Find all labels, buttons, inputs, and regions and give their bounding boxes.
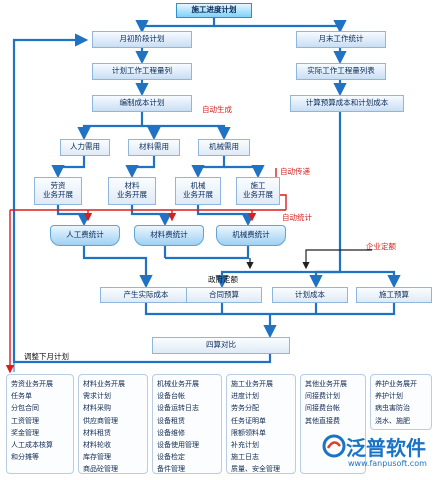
module-item: 设备运转日志 [157, 404, 199, 413]
node-actual-quantities: 实际工作工程量列表 [296, 63, 386, 80]
module-item: 设备租赁 [157, 416, 185, 425]
node-material-ops: 材料 业务开展 [108, 177, 156, 205]
module-item: 养护业务展开 [375, 380, 417, 388]
node-construction-ops: 施工 业务开展 [236, 177, 280, 205]
machine-ops-text: 机械 业务开展 [183, 181, 213, 199]
module-item: 奖金管理 [11, 428, 39, 437]
module-item: 施工日志 [231, 453, 259, 462]
module-item: 其他直接费 [305, 416, 340, 425]
module-item: 任务证明单 [231, 416, 266, 425]
module-item: 补充计划 [231, 441, 259, 450]
logo-brand-text: 泛普软件 [346, 436, 426, 460]
module-item: 工资管理 [11, 416, 39, 425]
label-adjust-next-month: 调整下月计划 [24, 352, 69, 361]
module-item: 人工成本核算 [11, 441, 53, 450]
module-item: 设备台帐 [157, 392, 185, 401]
module-title: 材料业务开展 [83, 380, 125, 388]
module-item: 和分摊等 [11, 453, 39, 462]
logo-url-text: www.fanpusoft.com [348, 459, 427, 468]
label-gov-quota: 政府定额 [208, 275, 238, 284]
module-item: 养护计划 [375, 392, 403, 401]
module-item: 设备检定 [157, 453, 185, 462]
module-column: 施工业务开展进度计划劳务分配任务证明单限额领料单补充计划施工日志质量、安全管理 [226, 374, 296, 474]
module-item: 材料采购 [83, 404, 111, 413]
node-labor-stats: 人工费统计 [50, 225, 120, 246]
node-month-end-stats: 月末工作统计 [296, 31, 386, 48]
module-item: 备件管理 [157, 465, 185, 474]
label-company-quota: 企业定额 [366, 242, 396, 251]
node-calc-cost: 计算预算成本和计划成本 [290, 95, 404, 112]
label-auto-generate: 自动生成 [202, 105, 232, 114]
node-planned-cost: 计划成本 [272, 287, 348, 303]
module-item: 分包合同 [11, 404, 39, 413]
module-item: 需求计划 [83, 392, 111, 401]
material-ops-text: 材料 业务开展 [117, 181, 147, 199]
node-construction-plan: 施工进度计划 [176, 3, 252, 18]
module-title: 施工业务开展 [231, 380, 273, 388]
node-labor-need: 人力需用 [60, 139, 110, 156]
node-month-begin-plan: 月初阶段计划 [92, 31, 192, 48]
module-item: 进度计划 [231, 392, 259, 401]
module-title: 机械业务开展 [157, 380, 199, 388]
module-item: 商品砼管理 [83, 465, 118, 474]
module-item: 供应商管理 [83, 416, 118, 425]
node-machine-stats: 机械费统计 [216, 225, 286, 246]
node-labor-ops: 劳资 业务开展 [34, 177, 82, 205]
module-item: 库存管理 [83, 453, 111, 462]
node-planned-quantities: 计划工作工程量列 [92, 63, 192, 80]
node-machine-ops: 机械 业务开展 [175, 177, 221, 205]
fanpu-logo-icon [322, 434, 346, 458]
module-item: 设备维修 [157, 428, 185, 437]
module-item: 病虫害防治 [375, 404, 410, 413]
node-four-compare: 四算对比 [152, 337, 290, 354]
module-title: 劳资业务开展 [11, 380, 53, 388]
module-item: 浇水、施肥 [375, 416, 410, 425]
construction-ops-text: 施工 业务开展 [243, 181, 273, 199]
node-contract-budget: 合同预算 [186, 287, 262, 303]
node-machine-need: 机械需用 [198, 139, 250, 156]
module-column: 材料业务开展需求计划材料采购供应商管理材料租赁材料轮收库存管理商品砼管理 [78, 374, 148, 474]
node-construction-budget: 施工预算 [356, 287, 432, 303]
label-auto-stats: 自动统计 [282, 213, 312, 222]
module-item: 任务单 [11, 392, 32, 401]
label-auto-transfer: 自动传递 [280, 167, 310, 176]
module-item: 设备使用管理 [157, 441, 199, 450]
module-item: 限额领料单 [231, 428, 266, 437]
labor-ops-text: 劳资 业务开展 [43, 181, 73, 199]
node-actual-cost: 产生实际成本 [100, 287, 192, 303]
module-column: 养护业务展开养护计划病虫害防治浇水、施肥 [370, 374, 432, 430]
module-item: 材料租赁 [83, 428, 111, 437]
module-item: 间接费台帐 [305, 404, 340, 413]
module-item: 材料轮收 [83, 441, 111, 450]
module-title: 其他业务开展 [305, 380, 347, 388]
node-material-need: 材料需用 [128, 139, 180, 156]
module-item: 劳务分配 [231, 404, 259, 413]
module-column: 机械业务开展设备台帐设备运转日志设备租赁设备维修设备使用管理设备检定备件管理 [152, 374, 222, 474]
module-column: 劳资业务开展任务单分包合同工资管理奖金管理人工成本核算和分摊等 [6, 374, 74, 474]
node-material-stats: 材料费统计 [134, 225, 204, 246]
module-item: 质量、安全管理 [231, 465, 280, 474]
module-item: 间接费计划 [305, 392, 340, 401]
brand-logo: 泛普软件 www.fanpusoft.com [322, 432, 434, 476]
node-cost-plan: 编制成本计划 [92, 95, 192, 112]
